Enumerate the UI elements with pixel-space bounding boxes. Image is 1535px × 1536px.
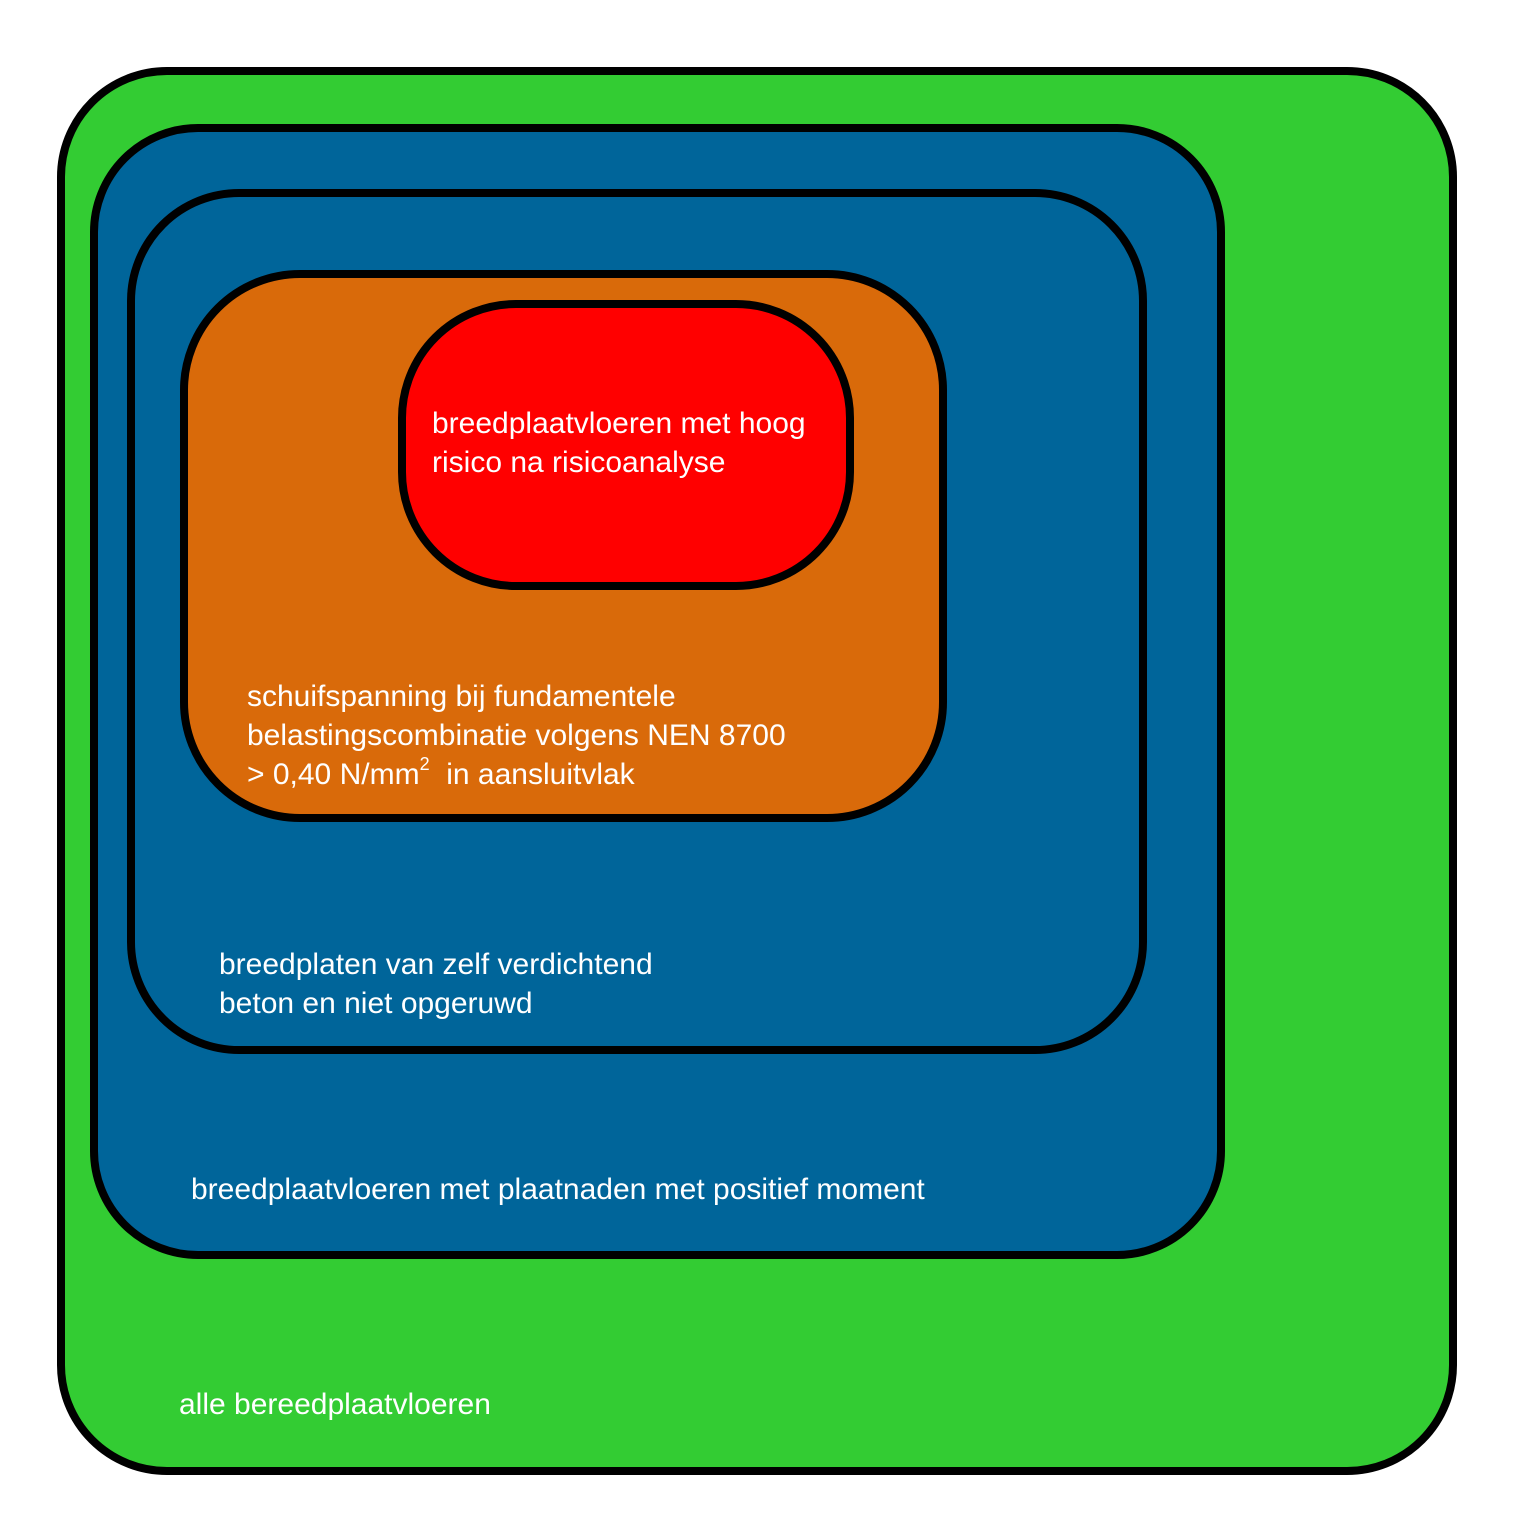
self-compacting-label-line-2: beton en niet opgeruwd [219, 987, 533, 1020]
shear-stress-label-line-2: belastingscombinatie volgens NEN 8700 [247, 719, 786, 752]
self-compacting-label-line-1: breedplaten van zelf verdichtend [219, 948, 653, 981]
high-risk-label-line-1: breedplaatvloeren met hoog [432, 407, 806, 440]
shear-stress-label-line-1: schuifspanning bij fundamentele [247, 680, 676, 713]
shear-stress-location: in aansluitvlak [429, 758, 635, 791]
all-floors-label: alle bereedplaatvloeren [179, 1388, 491, 1421]
shear-stress-label: schuifspanning bij fundamentele belastin… [247, 677, 786, 794]
self-compacting-label: breedplaten van zelf verdichtend beton e… [219, 945, 653, 1023]
high-risk-label: breedplaatvloeren met hoog risico na ris… [432, 404, 806, 482]
positive-moment-label: breedplaatvloeren met plaatnaden met pos… [191, 1173, 925, 1206]
unit-exponent: 2 [419, 754, 430, 774]
high-risk-label-line-2: risico na risicoanalyse [432, 446, 726, 479]
shear-stress-value: > 0,40 N/mm [247, 758, 420, 791]
shear-stress-label-line-3: > 0,40 N/mm2 in aansluitvlak [247, 755, 786, 794]
set-high-risk [398, 300, 854, 590]
